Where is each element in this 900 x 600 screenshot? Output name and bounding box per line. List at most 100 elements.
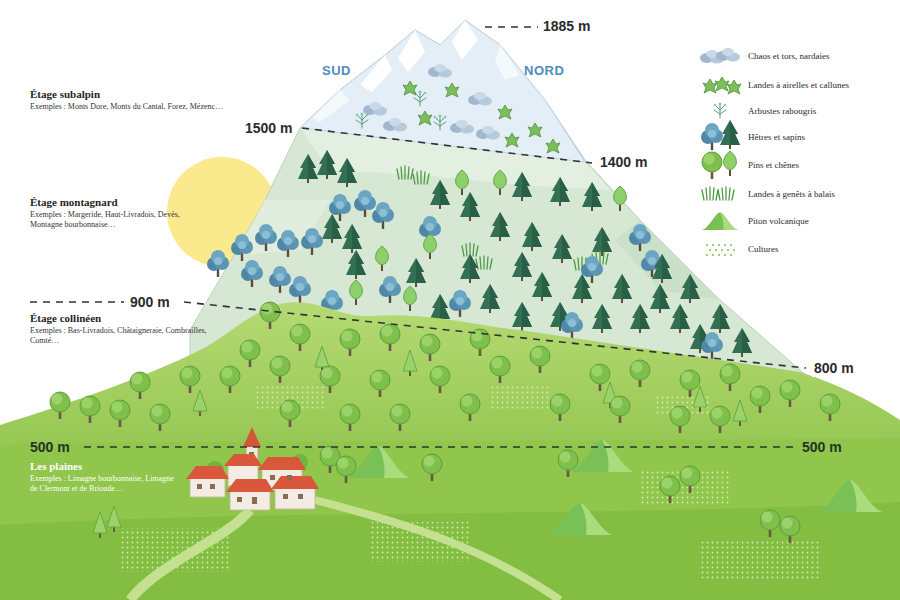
fir-tree bbox=[512, 252, 532, 281]
rock-chaos bbox=[468, 92, 492, 106]
stunted-shrub bbox=[356, 113, 369, 129]
fir-tree bbox=[592, 227, 612, 256]
zone-examples: Exemples : Margeride, Haut-Livradois, De… bbox=[30, 210, 205, 231]
direction-label: NORD bbox=[524, 63, 564, 79]
fir-tree bbox=[532, 272, 552, 301]
hill-tree bbox=[220, 366, 240, 393]
beech-fir-tree bbox=[269, 266, 291, 293]
zone-examples: Exemples : Bas-Livradois, Châtaigneraie,… bbox=[30, 326, 220, 347]
crop-field bbox=[490, 385, 550, 409]
crop-field bbox=[700, 540, 820, 580]
altitude-label: 1400 m bbox=[598, 154, 649, 171]
hill-tree bbox=[750, 386, 770, 413]
rock-chaos bbox=[428, 64, 452, 78]
legend-beech bbox=[701, 123, 723, 150]
stunted-shrub bbox=[414, 91, 427, 107]
hill-cone-tree bbox=[403, 350, 417, 376]
legend-text: Chaos et tors, nardaies bbox=[748, 51, 888, 62]
snow-highlight bbox=[452, 20, 478, 60]
hill-tree bbox=[80, 396, 100, 423]
fir-tree bbox=[670, 304, 690, 333]
beech-fir-tree bbox=[629, 224, 651, 251]
altitude-lines bbox=[30, 27, 806, 447]
zone-heading: Étage collinéen bbox=[30, 312, 101, 325]
altitude-label: 900 m bbox=[128, 294, 172, 311]
legend-text: Piton volcanique bbox=[748, 216, 888, 227]
broom-heath bbox=[476, 256, 492, 269]
legend-text: Arbustes rabougris bbox=[748, 106, 888, 117]
legend-text: Pins et chênes bbox=[748, 160, 888, 171]
hill-tree bbox=[390, 404, 410, 431]
hill-tree bbox=[420, 334, 440, 361]
fir-tree bbox=[317, 150, 337, 179]
beech-fir-tree bbox=[255, 224, 277, 251]
fir-tree bbox=[592, 304, 612, 333]
fir-tree bbox=[406, 258, 426, 287]
fir-tree bbox=[342, 224, 362, 253]
rock-chaos bbox=[476, 126, 500, 140]
hill-tree bbox=[320, 366, 340, 393]
plain-tree bbox=[680, 466, 700, 493]
fir-tree bbox=[732, 328, 752, 357]
plain-zone bbox=[0, 502, 900, 600]
fir-tree bbox=[680, 274, 700, 303]
hill-tree bbox=[150, 404, 170, 431]
beech-fir-tree bbox=[289, 276, 311, 303]
fir-tree bbox=[346, 250, 366, 279]
zone-examples: Exemples : Limagne bourbonnaise, Limagne… bbox=[30, 474, 180, 495]
hill-tree bbox=[460, 394, 480, 421]
hill-tree bbox=[380, 324, 400, 351]
plain-tree bbox=[660, 476, 680, 503]
zone-heading: Étage montagnard bbox=[30, 196, 118, 209]
mountain-facet bbox=[615, 220, 720, 300]
broom-heath bbox=[397, 166, 413, 179]
volcanic-peak bbox=[818, 480, 882, 512]
altitude-label: 1500 m bbox=[243, 120, 294, 137]
fir-tree bbox=[512, 302, 532, 331]
rock-chaos bbox=[450, 120, 474, 134]
hill-tree bbox=[370, 370, 390, 397]
beech-fir-tree bbox=[561, 312, 583, 339]
legend-text: Landes à airelles et callunes bbox=[748, 80, 888, 91]
snow-highlight bbox=[312, 90, 350, 122]
plain-zone bbox=[0, 438, 900, 600]
legend-text: Cultures bbox=[748, 244, 888, 255]
legend-peak bbox=[702, 212, 737, 230]
pine-oak-tree bbox=[456, 170, 469, 195]
pine-oak-tree bbox=[350, 280, 363, 305]
beech-fir-tree bbox=[379, 276, 401, 303]
plain-tree bbox=[558, 450, 578, 477]
hill-tree bbox=[130, 372, 150, 399]
hill-tree bbox=[550, 394, 570, 421]
legend-text: Landes à genêts à balais bbox=[748, 189, 888, 200]
heath-plant bbox=[528, 123, 542, 137]
legend-broom bbox=[718, 187, 734, 200]
fir-tree bbox=[710, 304, 730, 333]
hill-tree bbox=[820, 394, 840, 421]
hill-tree bbox=[590, 364, 610, 391]
direction-label: SUD bbox=[322, 63, 351, 79]
legend-oak bbox=[702, 152, 722, 179]
altitude-label: 500 m bbox=[30, 439, 70, 456]
zone-heading: Étage subalpin bbox=[30, 88, 100, 101]
hill-tree bbox=[530, 346, 550, 373]
hill-tree bbox=[280, 400, 300, 427]
beech-fir-tree bbox=[231, 234, 253, 261]
legend-crop-ground bbox=[704, 242, 736, 258]
volcanic-peak bbox=[570, 440, 634, 472]
legend-fir bbox=[720, 120, 740, 149]
legend-shrub bbox=[714, 103, 727, 119]
plain-tree bbox=[93, 512, 107, 538]
pine-oak-tree bbox=[614, 186, 627, 211]
plain-tree bbox=[780, 516, 800, 543]
snow-highlight bbox=[360, 55, 392, 92]
fir-tree bbox=[460, 192, 480, 221]
zone-examples: Exemples : Monts Dore, Monts du Cantal, … bbox=[30, 102, 230, 112]
heath-plant bbox=[445, 83, 459, 97]
hill-tree bbox=[260, 302, 280, 329]
pine-oak-tree bbox=[424, 234, 437, 259]
fir-tree bbox=[430, 180, 450, 209]
rock-chaos bbox=[383, 118, 407, 132]
hill-tree bbox=[430, 366, 450, 393]
